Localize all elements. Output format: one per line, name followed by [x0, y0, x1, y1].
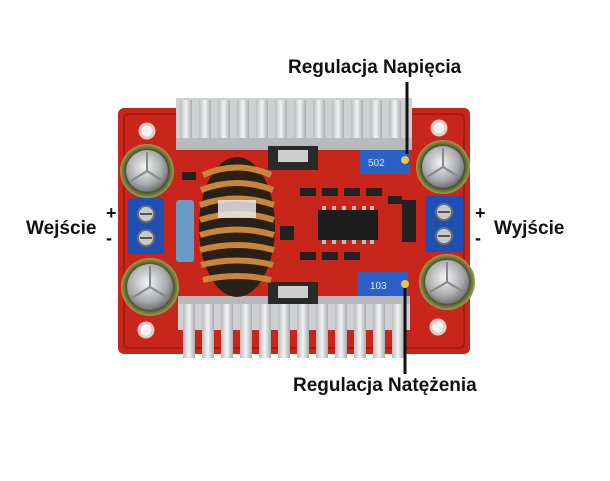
- heatsink-top: [176, 98, 412, 150]
- output-minus-sign: -: [475, 228, 481, 248]
- output-plus-sign: +: [475, 203, 486, 223]
- mounting-holes: [137, 119, 448, 339]
- capacitor-top-left: [120, 144, 174, 198]
- current-adjust-label: Regulacja Natężenia: [293, 375, 477, 396]
- voltage-adjust-label: Regulacja Napięcia: [288, 57, 462, 78]
- terminal-input: [128, 198, 164, 254]
- input-minus-sign: -: [106, 228, 112, 248]
- input-label: Wejście: [26, 218, 97, 239]
- capacitor-bottom-right: [419, 254, 475, 310]
- terminal-output: [425, 196, 463, 252]
- capacitor-top-right: [416, 140, 470, 194]
- capacitor-bottom-left: [121, 258, 179, 316]
- input-plus-sign: +: [106, 203, 117, 223]
- toroid-inductor: [199, 157, 275, 297]
- pot-current: 103: [358, 272, 409, 296]
- pot-voltage: 502: [360, 150, 410, 174]
- pot-voltage-marking: 502: [368, 158, 385, 169]
- output-label: Wyjście: [494, 218, 565, 239]
- pot-current-marking: 103: [370, 281, 387, 292]
